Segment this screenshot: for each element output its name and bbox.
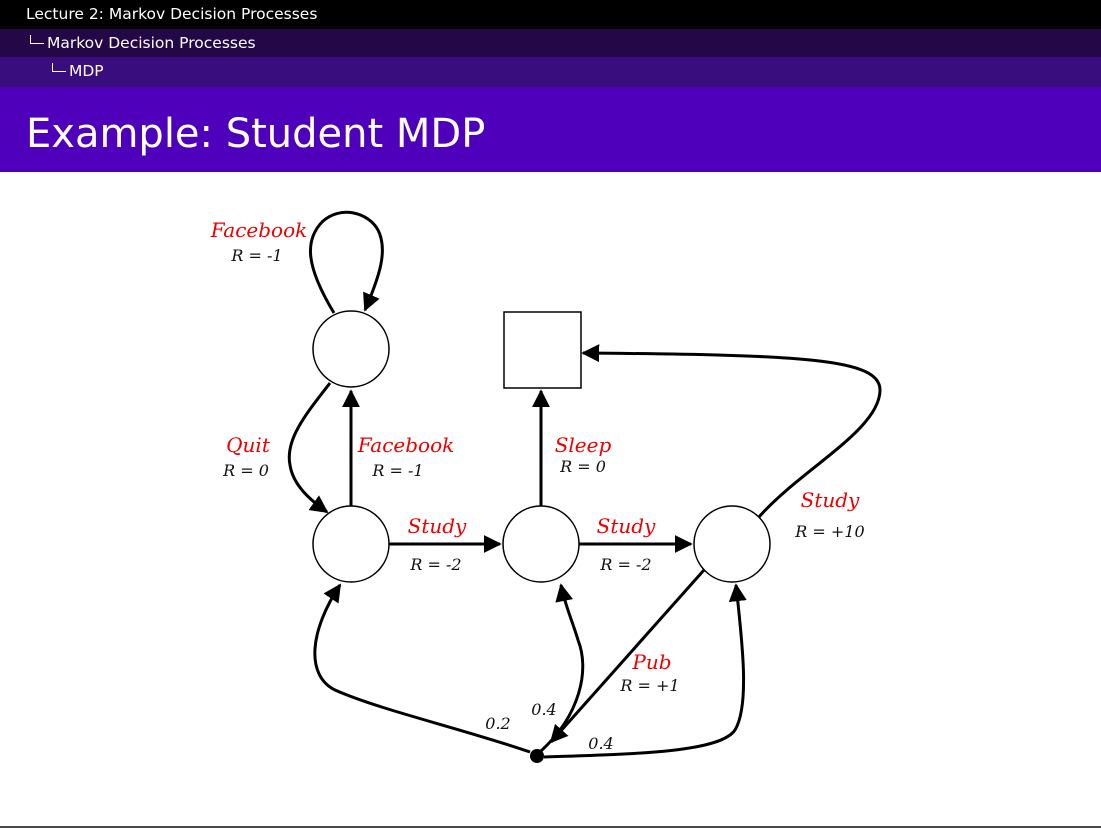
edge-prob-class3 — [543, 583, 747, 759]
reward-label-study-2: R = -2 — [599, 555, 651, 574]
action-label-sleep: Sleep — [555, 433, 612, 457]
breadcrumb-lecture-label: Lecture 2: Markov Decision Processes — [26, 5, 318, 23]
title-bar: Example: Student MDP — [0, 87, 1101, 172]
edge-pub — [549, 569, 706, 744]
edge-prob-class1 — [313, 583, 531, 754]
action-label-facebook-loop: Facebook — [210, 218, 307, 242]
probability-label-class2: 0.4 — [531, 700, 556, 719]
bottom-rule — [0, 826, 1101, 828]
reward-label-study-3: R = +10 — [794, 522, 864, 541]
state-class-1 — [312, 505, 390, 583]
breadcrumb-lecture: Lecture 2: Markov Decision Processes — [0, 0, 1101, 29]
reward-label-quit: R = 0 — [222, 461, 269, 480]
edge-quit — [287, 382, 332, 514]
action-label-facebook: Facebook — [357, 433, 454, 457]
page-title: Example: Student MDP — [26, 111, 486, 157]
action-label-study-3: Study — [801, 488, 860, 512]
breadcrumb-subsection: MDP — [0, 57, 1101, 87]
action-label-study-1: Study — [408, 514, 467, 538]
edge-study-3 — [581, 344, 882, 518]
breadcrumb-subsection-label: MDP — [69, 62, 104, 80]
tree-corner-icon — [30, 35, 44, 44]
reward-label-study-1: R = -2 — [409, 555, 461, 574]
state-sleep-terminal — [503, 311, 582, 389]
action-label-study-2: Study — [597, 514, 656, 538]
edge-facebook-loop — [308, 210, 384, 314]
reward-label-pub: R = +1 — [619, 676, 679, 695]
edge-prob-class2 — [539, 583, 585, 753]
reward-label-facebook: R = -1 — [371, 461, 423, 480]
probability-label-class3: 0.4 — [588, 734, 613, 753]
action-label-quit: Quit — [226, 433, 271, 457]
tree-corner-icon — [52, 63, 66, 72]
probability-label-class1: 0.2 — [485, 714, 510, 733]
action-label-pub: Pub — [631, 650, 671, 674]
reward-label-facebook-loop: R = -1 — [230, 246, 282, 265]
reward-label-sleep: R = 0 — [559, 457, 606, 476]
breadcrumb-section: Markov Decision Processes — [0, 29, 1101, 57]
chance-node — [530, 749, 544, 763]
state-class-2 — [502, 505, 580, 583]
state-class-3 — [693, 505, 771, 583]
breadcrumb-section-label: Markov Decision Processes — [47, 34, 256, 52]
state-facebook — [312, 310, 390, 388]
